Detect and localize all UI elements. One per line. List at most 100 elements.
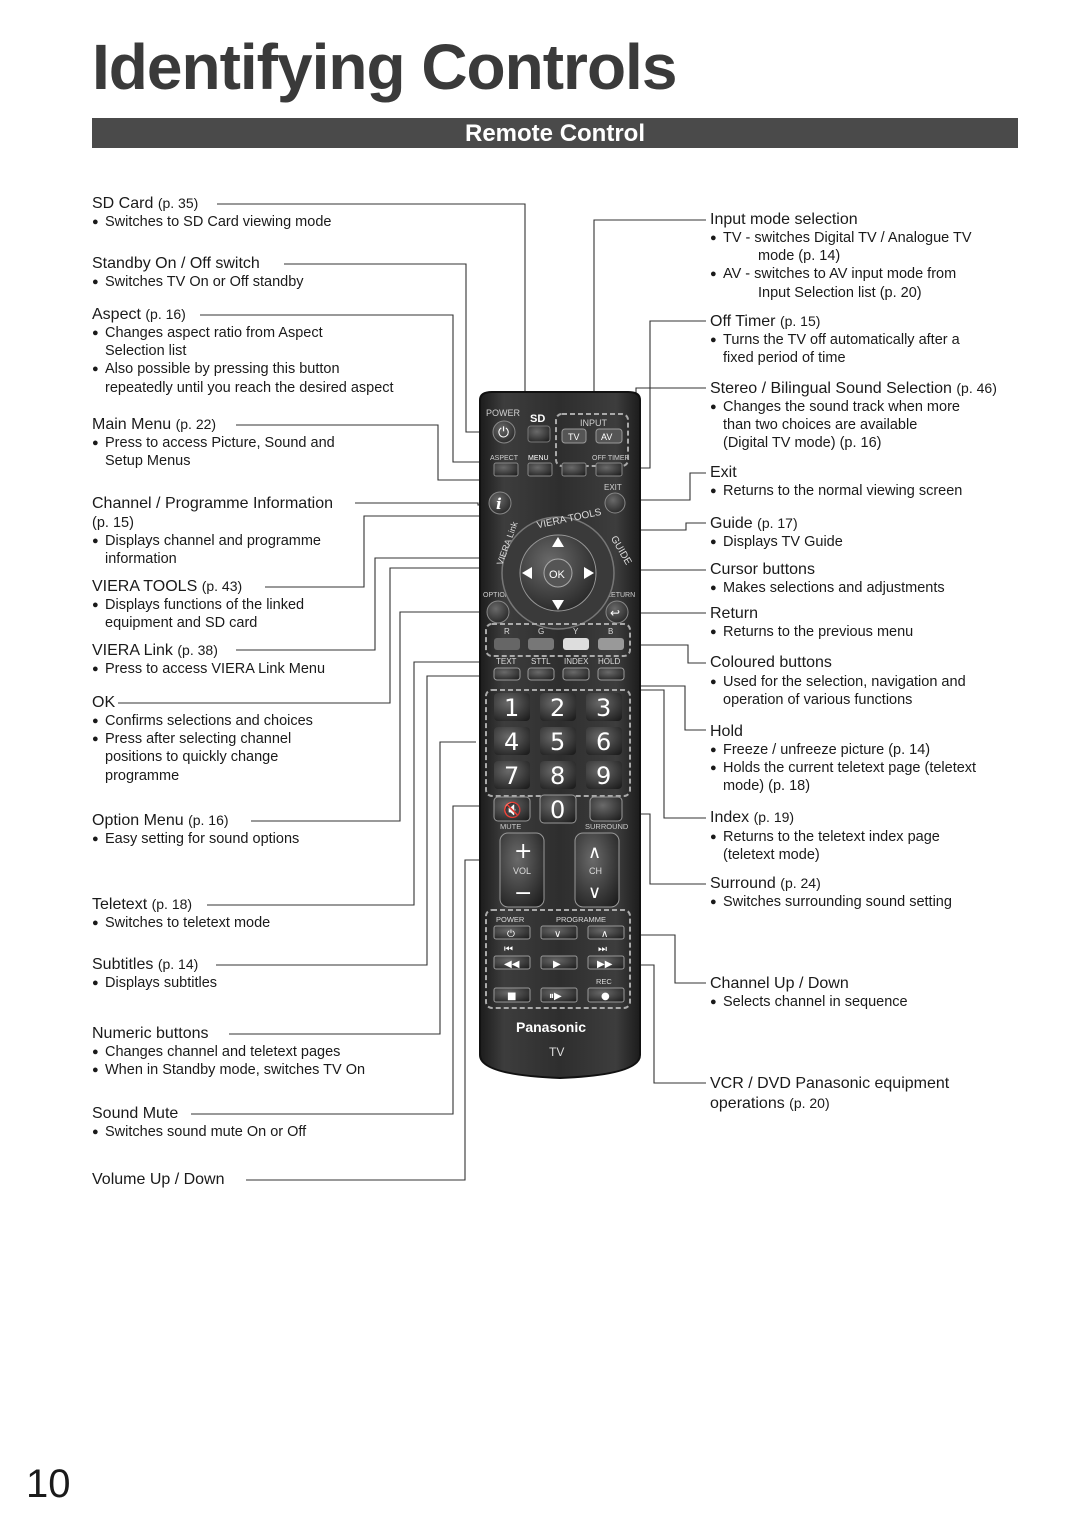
desc-index: Returns to the teletext index page(telet… xyxy=(710,828,940,864)
digit-1-button[interactable] xyxy=(494,693,530,721)
play-button[interactable] xyxy=(540,955,578,970)
stop-button[interactable] xyxy=(493,987,531,1003)
vcr-power-button[interactable] xyxy=(493,925,531,940)
label-teletext: Teletext (p. 18) xyxy=(92,896,193,913)
leader-guide xyxy=(615,522,706,531)
off-timer-button[interactable] xyxy=(595,462,623,477)
leader-input xyxy=(593,219,706,420)
text-button[interactable] xyxy=(493,667,521,681)
label-index: Index (p. 19) xyxy=(710,809,795,826)
sttl-button[interactable] xyxy=(527,667,555,681)
svg-text:▶: ▶ xyxy=(553,959,561,970)
digit-7-button[interactable] xyxy=(494,761,530,789)
digit-8-button[interactable] xyxy=(540,761,576,789)
digit-8-label: 8 xyxy=(550,762,565,790)
desc-exit: Returns to the normal viewing screen xyxy=(710,482,962,500)
label-subtitles: Subtitles (p. 14) xyxy=(92,956,199,973)
rewind-button[interactable] xyxy=(493,955,531,970)
desc-option-menu: Easy setting for sound options xyxy=(92,830,299,848)
tv-button[interactable] xyxy=(561,428,587,444)
sd-card-button[interactable] xyxy=(527,425,551,443)
power-button[interactable] xyxy=(492,420,516,444)
label-ok: OK xyxy=(92,694,116,711)
channel-rocker[interactable] xyxy=(574,832,620,908)
label-numeric: Numeric buttons xyxy=(92,1025,209,1042)
digit-2-button[interactable] xyxy=(540,693,576,721)
digit-2-label: 2 xyxy=(550,694,565,722)
hold-button[interactable] xyxy=(597,667,625,681)
exit-button[interactable] xyxy=(604,492,626,514)
remote-power-label: POWER xyxy=(486,408,521,418)
svg-text:●: ● xyxy=(601,991,610,1002)
leader-aspect xyxy=(200,314,490,463)
digit-6-button[interactable] xyxy=(586,727,622,755)
page-number: 10 xyxy=(26,1462,71,1506)
digit-0-label: 0 xyxy=(550,796,565,824)
leader-hold xyxy=(610,685,706,731)
svg-text:∨: ∨ xyxy=(554,929,561,940)
rec-button[interactable] xyxy=(587,987,625,1003)
remote-ch-label: CH xyxy=(589,866,602,876)
info-button[interactable] xyxy=(488,491,512,515)
desc-channel-info: (p. 15) Displays channel and programmein… xyxy=(92,514,321,569)
option-button[interactable] xyxy=(486,600,510,624)
index-button[interactable] xyxy=(562,667,590,681)
label-main-menu: Main Menu (p. 22) xyxy=(92,416,217,433)
desc-aspect: Changes aspect ratio from AspectSelectio… xyxy=(92,324,394,397)
svg-text:■: ■ xyxy=(507,991,516,1002)
desc-sd-card: Switches to SD Card viewing mode xyxy=(92,213,331,231)
desc-surround: Switches surrounding sound setting xyxy=(710,893,952,911)
svg-text:∧: ∧ xyxy=(588,842,601,863)
volume-rocker[interactable] xyxy=(499,832,545,908)
digit-1-label: 1 xyxy=(504,694,519,722)
remote-hold-label: HOLD xyxy=(598,657,620,666)
color-key-y-label: Y xyxy=(573,627,579,636)
desc-input-mode: TV - switches Digital TV / Analogue TVmo… xyxy=(710,229,972,302)
ok-button[interactable] xyxy=(543,558,573,588)
digit-5-label: 5 xyxy=(550,728,565,756)
remote-brand-logo: Panasonic xyxy=(516,1019,586,1035)
remote-surround-label: SURROUND xyxy=(585,822,629,831)
digit-4-button[interactable] xyxy=(494,727,530,755)
remote-menu-label: MENU xyxy=(528,455,549,462)
label-sd-card: SD Card (p. 35) xyxy=(92,195,199,212)
digit-7-label: 7 xyxy=(504,762,519,790)
menu-button[interactable] xyxy=(527,462,553,477)
label-aspect: Aspect (p. 16) xyxy=(92,306,186,323)
label-viera-link: VIERA Link (p. 38) xyxy=(92,642,218,659)
leader-sd-card xyxy=(217,203,526,428)
label-hold: Hold xyxy=(710,723,743,740)
red-button[interactable] xyxy=(494,638,520,650)
programme-up-button[interactable] xyxy=(587,925,625,940)
desc-channel-updown: Selects channel in sequence xyxy=(710,993,908,1011)
label-off-timer: Off Timer (p. 15) xyxy=(710,313,821,330)
fast-forward-button[interactable] xyxy=(587,955,625,970)
pause-button[interactable] xyxy=(540,987,578,1003)
green-button[interactable] xyxy=(528,638,554,650)
digit-9-button[interactable] xyxy=(586,761,622,789)
svg-text:⏭: ⏭ xyxy=(598,944,607,955)
svg-text:↩: ↩ xyxy=(610,606,620,620)
digit-5-button[interactable] xyxy=(540,727,576,755)
svg-text:⏻: ⏻ xyxy=(498,425,509,441)
stereo-button[interactable] xyxy=(561,462,587,477)
surround-button[interactable] xyxy=(589,796,623,822)
desc-viera-tools: Displays functions of the linkedequipmen… xyxy=(92,596,304,632)
digit-3-button[interactable] xyxy=(586,693,622,721)
digit-0-button[interactable] xyxy=(539,794,577,824)
av-button[interactable] xyxy=(595,428,623,444)
yellow-button[interactable] xyxy=(563,638,589,650)
desc-coloured: Used for the selection, navigation andop… xyxy=(710,673,966,709)
remote-mute-label: MUTE xyxy=(500,822,521,831)
label-exit: Exit xyxy=(710,464,737,481)
programme-down-button[interactable] xyxy=(540,925,578,940)
blue-button[interactable] xyxy=(598,638,624,650)
aspect-button[interactable] xyxy=(493,462,519,477)
mute-button[interactable] xyxy=(493,796,531,822)
desc-guide: Displays TV Guide xyxy=(710,533,843,551)
svg-text:⏮: ⏮ xyxy=(504,944,513,955)
svg-text:SD: SD xyxy=(530,413,545,425)
color-key-r-label: R xyxy=(504,627,510,636)
